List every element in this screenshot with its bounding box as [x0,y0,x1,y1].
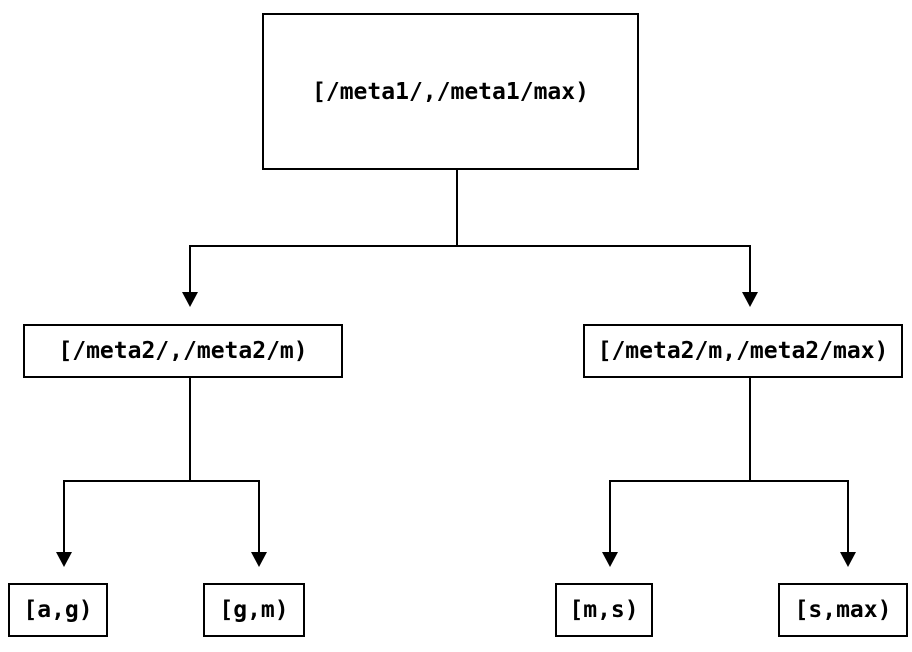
node-leaf-m-s: [m,s) [555,583,653,637]
node-leaf-g-m: [g,m) [203,583,305,637]
node-meta2-left: [/meta2/,/meta2/m) [23,324,343,378]
edge-left-rail [63,480,260,482]
arrow-down-icon [182,292,198,307]
edge-root-stem [456,170,458,247]
node-root: [/meta1/,/meta1/max) [262,13,639,170]
edge-left-drop-gm [258,480,260,553]
node-leaf-s-max: [s,max) [778,583,908,637]
arrow-down-icon [840,552,856,567]
edge-right-drop-smax [847,480,849,553]
arrow-down-icon [742,292,758,307]
edge-left-stem [189,377,191,482]
node-leaf-a-g: [a,g) [8,583,108,637]
arrow-down-icon [602,552,618,567]
arrow-down-icon [251,552,267,567]
edge-root-right-drop [749,245,751,293]
edge-right-drop-ms [609,480,611,553]
arrow-down-icon [56,552,72,567]
edge-root-rail [189,245,751,247]
edge-root-left-drop [189,245,191,293]
node-meta2-right: [/meta2/m,/meta2/max) [583,324,903,378]
edge-right-rail [609,480,849,482]
edge-left-drop-ag [63,480,65,553]
edge-right-stem [749,377,751,482]
